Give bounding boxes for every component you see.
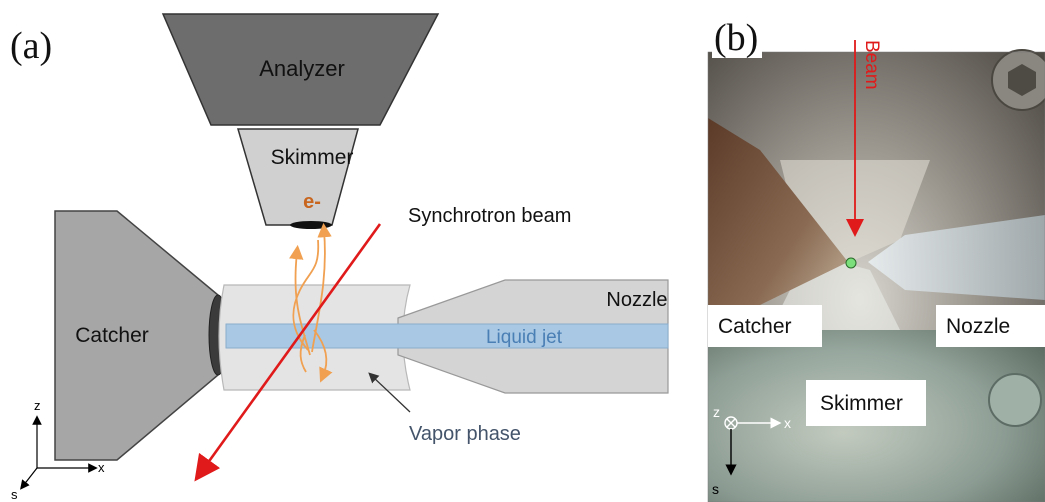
nozzle-label-b: Nozzle — [946, 315, 1010, 338]
analyzer-label: Analyzer — [259, 56, 345, 81]
analyzer-shape — [161, 13, 440, 126]
beam-label-photo: Beam — [861, 40, 882, 90]
jet-spot — [845, 257, 857, 269]
nozzle-label-box-b — [936, 305, 1045, 347]
skimmer-label: Skimmer — [271, 146, 354, 169]
axes-b — [724, 416, 782, 476]
axis-s-label-b: s — [712, 481, 719, 497]
skimmer-aperture — [290, 221, 332, 229]
liquid-jet — [225, 323, 669, 349]
bolt-hex-top-right — [1008, 64, 1036, 96]
catcher-label-b: Catcher — [718, 315, 792, 338]
panel-b: (b) Beam Catcher Nozzle Skimmer z x s — [707, 14, 1045, 502]
synchrotron-beam-line — [194, 223, 382, 482]
liquid-jet-label: Liquid jet — [486, 327, 563, 348]
photo-frame — [707, 51, 1045, 502]
catcher-label-box-b — [708, 305, 822, 347]
nozzle-photo — [868, 215, 1045, 300]
vapor-phase-pointer — [368, 372, 411, 413]
axis-z-label-a: z — [34, 398, 41, 413]
vapor-phase-label: Vapor phase — [409, 423, 521, 445]
nozzle-label: Nozzle — [606, 289, 667, 311]
axis-x-label-a: x — [98, 460, 105, 475]
bolt-bottom-right — [988, 373, 1042, 427]
panel-b-label-box — [712, 14, 762, 58]
panel-b-label: (b) — [714, 17, 758, 59]
skimmer-label-box-b — [806, 380, 926, 426]
synchrotron-beam-label: Synchrotron beam — [408, 205, 571, 227]
catcher-label: Catcher — [75, 324, 149, 347]
axis-z-label-b: z — [713, 404, 720, 420]
axes-a — [20, 415, 98, 490]
catcher-photo — [708, 118, 848, 330]
axis-s-label-a: s — [11, 487, 18, 502]
electron-trajectories — [289, 222, 333, 383]
panel-a-label: (a) — [10, 25, 52, 67]
electron-label: e- — [303, 191, 321, 213]
skimmer-shape — [237, 128, 359, 226]
axis-x-label-b: x — [784, 415, 791, 431]
skimmer-label-b: Skimmer — [820, 392, 903, 415]
panel-a: (a) Analyzer Skimmer e- Catcher Nozzle L… — [10, 13, 669, 502]
